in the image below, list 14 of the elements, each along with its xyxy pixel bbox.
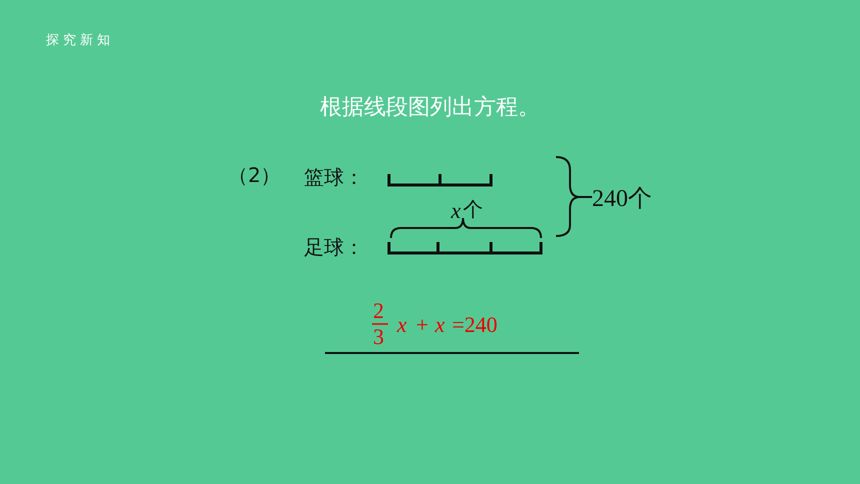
row-label: 篮球： (304, 166, 364, 188)
total-label: 240个 (592, 186, 652, 212)
section-heading: 探究新知 (46, 34, 114, 48)
variable: x (397, 313, 407, 338)
equation-text: =240 (452, 313, 498, 338)
unit: 个 (463, 198, 483, 220)
variable: x (451, 199, 461, 224)
problem-number: （2） (228, 164, 281, 186)
fraction-denominator: 3 (373, 325, 384, 350)
fraction-numerator: 2 (373, 299, 384, 324)
plus-sign: + (416, 313, 428, 338)
row-label: 足球： (304, 236, 364, 258)
instruction-title: 根据线段图列出方程。 (319, 94, 541, 122)
variable: x (435, 313, 445, 338)
